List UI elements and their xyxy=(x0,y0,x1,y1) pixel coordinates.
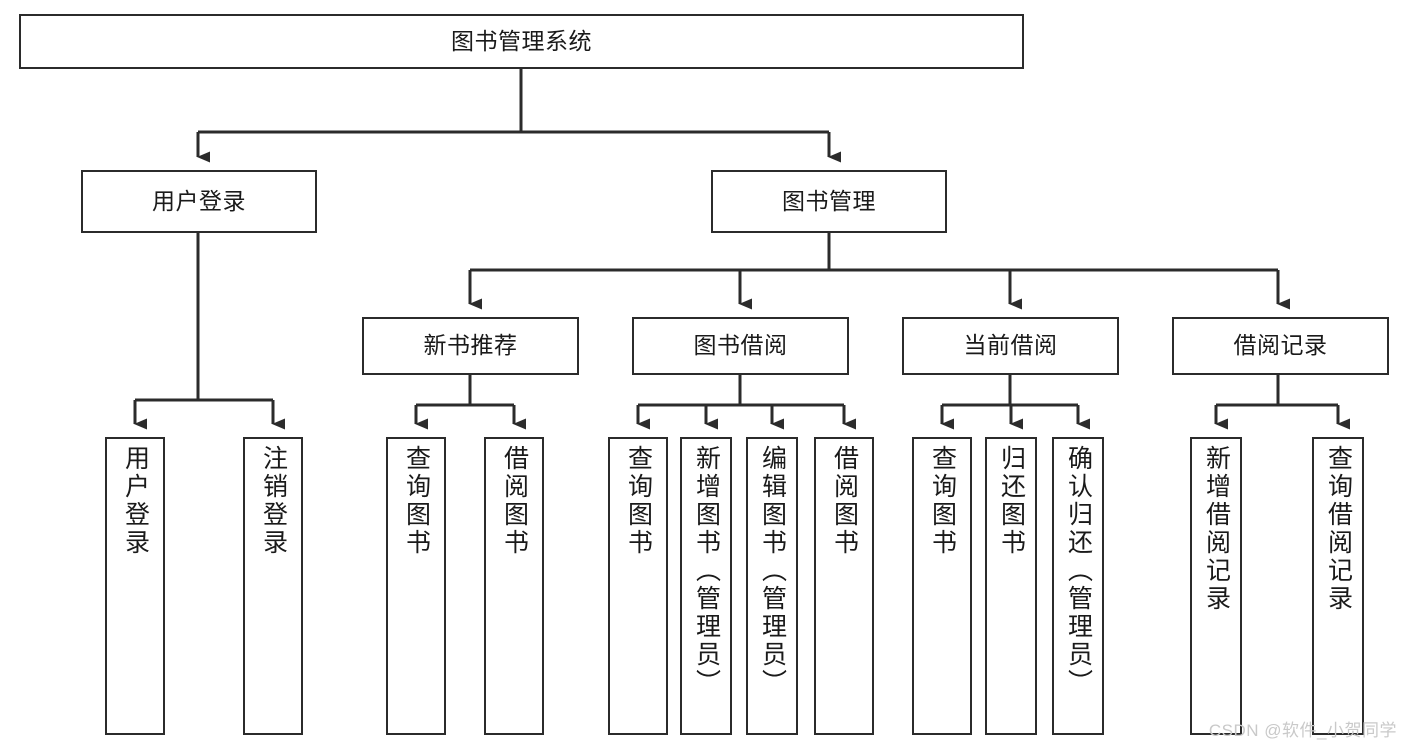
node-leaf-4[interactable]: 查询图书 xyxy=(608,437,668,735)
node-leaf-12-label: 查询借阅记录 xyxy=(1324,445,1353,613)
node-leaf-0[interactable]: 用户登录 xyxy=(105,437,165,735)
node-leaf-2-label: 查询图书 xyxy=(402,445,431,557)
node-level3-0-label: 新书推荐 xyxy=(423,332,518,359)
node-level3-2[interactable]: 当前借阅 xyxy=(902,317,1119,375)
node-leaf-9[interactable]: 归还图书 xyxy=(985,437,1037,735)
node-leaf-1-label: 注销登录 xyxy=(259,445,288,557)
node-level3-1[interactable]: 图书借阅 xyxy=(632,317,849,375)
node-level2-0-label: 用户登录 xyxy=(152,187,246,214)
node-level3-0[interactable]: 新书推荐 xyxy=(362,317,579,375)
node-leaf-5[interactable]: 新增图书（管理员） xyxy=(680,437,732,735)
node-level3-3-label: 借阅记录 xyxy=(1233,332,1328,359)
csdn-watermark: CSDN @软件_小贺同学 xyxy=(1208,721,1397,740)
node-leaf-12[interactable]: 查询借阅记录 xyxy=(1312,437,1364,735)
node-leaf-8[interactable]: 查询图书 xyxy=(912,437,972,735)
node-level2-0[interactable]: 用户登录 xyxy=(81,170,317,233)
node-level3-1-label: 图书借阅 xyxy=(693,332,788,359)
node-leaf-11[interactable]: 新增借阅记录 xyxy=(1190,437,1242,735)
node-leaf-6[interactable]: 编辑图书（管理员） xyxy=(746,437,798,735)
node-leaf-1[interactable]: 注销登录 xyxy=(243,437,303,735)
node-leaf-0-label: 用户登录 xyxy=(121,445,150,557)
node-leaf-10[interactable]: 确认归还（管理员） xyxy=(1052,437,1104,735)
node-level3-3[interactable]: 借阅记录 xyxy=(1172,317,1389,375)
node-leaf-5-label: 新增图书（管理员） xyxy=(692,445,721,697)
node-leaf-3-label: 借阅图书 xyxy=(500,445,529,557)
node-leaf-11-label: 新增借阅记录 xyxy=(1202,445,1231,613)
node-leaf-8-label: 查询图书 xyxy=(928,445,957,557)
node-leaf-6-label: 编辑图书（管理员） xyxy=(758,445,787,697)
node-leaf-7-label: 借阅图书 xyxy=(830,445,859,557)
node-leaf-10-label: 确认归还（管理员） xyxy=(1064,445,1093,697)
node-leaf-2[interactable]: 查询图书 xyxy=(386,437,446,735)
node-level2-1-label: 图书管理 xyxy=(782,187,876,214)
node-leaf-7[interactable]: 借阅图书 xyxy=(814,437,874,735)
node-level2-1[interactable]: 图书管理 xyxy=(711,170,947,233)
node-root[interactable]: 图书管理系统 xyxy=(19,14,1024,69)
node-leaf-4-label: 查询图书 xyxy=(624,445,653,557)
node-leaf-9-label: 归还图书 xyxy=(997,445,1026,557)
node-leaf-3[interactable]: 借阅图书 xyxy=(484,437,544,735)
node-root-label: 图书管理系统 xyxy=(451,27,592,54)
node-level3-2-label: 当前借阅 xyxy=(963,332,1058,359)
